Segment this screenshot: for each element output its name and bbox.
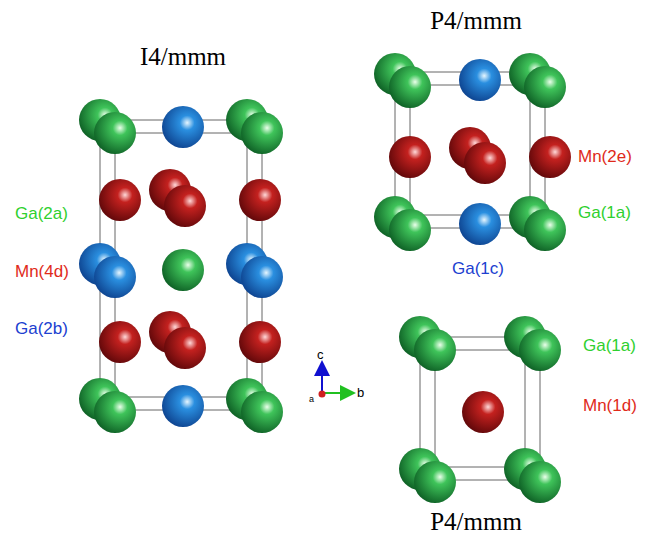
atom-sphere: [459, 203, 501, 245]
structure-title: I4/mmm: [140, 44, 226, 69]
atom-sphere: [94, 112, 136, 154]
axis-triad: [319, 368, 349, 398]
site-label: Mn(4d): [15, 263, 69, 280]
atom-sphere: [524, 66, 566, 108]
atom-sphere: [389, 66, 431, 108]
atom-sphere: [519, 329, 561, 371]
atom-sphere: [241, 112, 283, 154]
structure-title: P4/mmm: [430, 509, 522, 534]
site-label: Ga(2b): [15, 320, 68, 337]
atom-sphere: [164, 327, 206, 369]
axis-label: a: [309, 395, 314, 404]
atom-sphere: [519, 461, 561, 503]
axis-label: b: [357, 386, 364, 399]
atom-sphere: [241, 391, 283, 433]
atom-sphere: [239, 321, 281, 363]
atom-sphere: [164, 185, 206, 227]
atom-sphere: [529, 136, 571, 178]
axis-label: c: [317, 348, 324, 361]
site-label: Ga(1a): [578, 204, 631, 221]
atom-sphere: [389, 209, 431, 251]
site-label: Ga(1a): [583, 337, 636, 354]
site-label: Ga(1c): [452, 260, 504, 277]
atom-sphere: [389, 136, 431, 178]
atom-sphere: [94, 256, 136, 298]
atom-sphere: [94, 391, 136, 433]
atom-sphere: [241, 256, 283, 298]
atom-sphere: [414, 461, 456, 503]
site-label: Mn(2e): [578, 148, 632, 165]
structure-title: P4/mmm: [430, 8, 522, 33]
site-label: Mn(1d): [583, 397, 637, 414]
atom-sphere: [162, 385, 204, 427]
site-label: Ga(2a): [15, 205, 68, 222]
atom-sphere: [462, 391, 504, 433]
atom-sphere: [464, 142, 506, 184]
atom-sphere: [239, 179, 281, 221]
atom-sphere: [524, 209, 566, 251]
atom-sphere: [162, 106, 204, 148]
atom-sphere: [162, 249, 204, 291]
atom-sphere: [414, 329, 456, 371]
atom-sphere: [99, 321, 141, 363]
atom-sphere: [459, 59, 501, 101]
atom-sphere: [99, 179, 141, 221]
